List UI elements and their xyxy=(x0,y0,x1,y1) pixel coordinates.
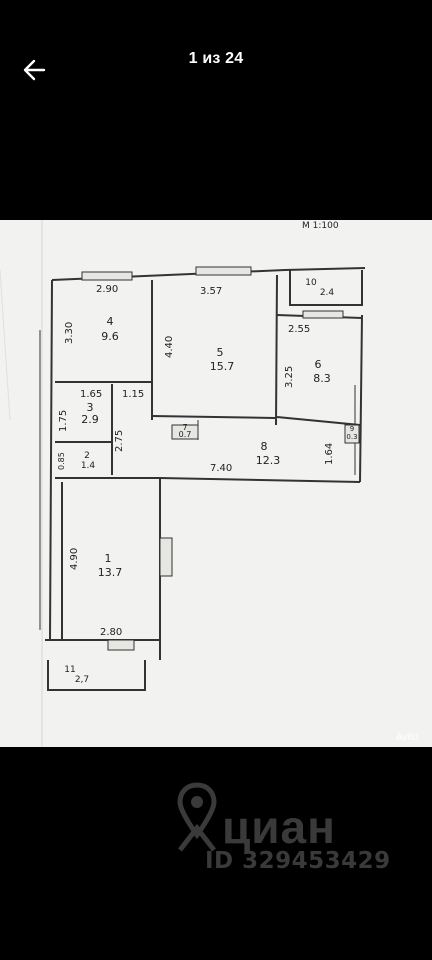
room-area: 2.4 xyxy=(320,288,335,298)
room-number: 9 xyxy=(350,425,354,433)
dimension-label: 2.55 xyxy=(288,324,310,335)
room-area: 15.7 xyxy=(210,360,235,373)
avito-watermark: Avito xyxy=(396,732,418,743)
room-number: 5 xyxy=(217,346,224,359)
room-area: 1.4 xyxy=(81,461,96,471)
room-area: 9.6 xyxy=(101,330,119,343)
cian-brand-text: циан xyxy=(222,801,336,853)
dimension-label: 1.15 xyxy=(122,389,144,400)
dimension-label: 7.40 xyxy=(210,463,232,474)
room-area: 8.3 xyxy=(313,372,331,385)
dimension-label: 4.90 xyxy=(69,548,80,570)
room-number: 4 xyxy=(107,315,114,328)
floor-plan-photo[interactable]: М 1:100 xyxy=(0,220,432,747)
room-area: 13.7 xyxy=(98,566,123,579)
cian-watermark xyxy=(0,770,432,880)
dimension-label: 3.30 xyxy=(64,322,75,344)
room-area: 2,7 xyxy=(75,675,89,685)
dimension-label: 3.25 xyxy=(284,366,295,388)
arrow-left-icon xyxy=(23,59,46,81)
back-button[interactable] xyxy=(14,50,58,90)
room-number: 1 xyxy=(105,552,112,565)
room-area: 2.9 xyxy=(81,413,99,426)
dimension-label: 2.80 xyxy=(100,627,122,638)
dimension-label: 2.90 xyxy=(96,284,118,295)
dimension-label: 1.65 xyxy=(80,389,102,400)
room-number: 8 xyxy=(261,440,268,453)
room-number: 7 xyxy=(182,423,187,432)
room-number: 11 xyxy=(64,665,75,675)
dimension-label: 2.75 xyxy=(114,430,125,452)
dimension-label: 3.57 xyxy=(200,286,222,297)
dimension-label: 0.85 xyxy=(57,452,66,470)
room-number: 2 xyxy=(84,451,90,461)
cian-id-text: ID 329453429 xyxy=(205,848,391,874)
dimension-label: 4.40 xyxy=(164,336,175,358)
room-area: 0.3 xyxy=(346,433,357,441)
room-area: 12.3 xyxy=(256,454,281,467)
floor-plan-drawing: М 1:100 xyxy=(0,220,418,747)
room-number: 3 xyxy=(87,401,94,414)
room-area: 0.7 xyxy=(179,430,192,439)
room-number: 6 xyxy=(315,358,322,371)
location-pin-icon xyxy=(177,782,217,852)
dimension-label: 1.75 xyxy=(58,410,69,432)
top-bar: 1 из 24 xyxy=(0,0,432,120)
photo-counter: 1 из 24 xyxy=(188,50,244,67)
dimension-label: 1.64 xyxy=(324,443,335,465)
scale-label: М 1:100 xyxy=(302,221,339,231)
room-number: 10 xyxy=(305,278,317,288)
